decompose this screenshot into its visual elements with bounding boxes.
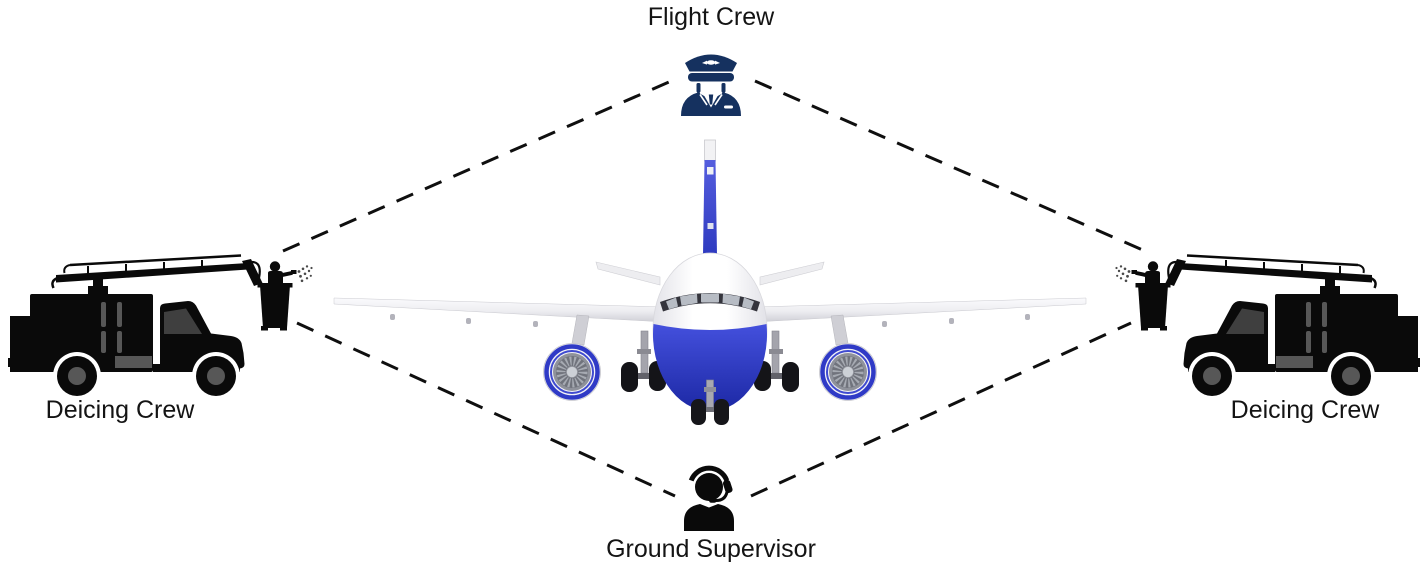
- supervisor-mic: [709, 498, 717, 503]
- pilot-pocket-stripe: [724, 105, 733, 109]
- link-flightcrew-left-deicer: [282, 80, 670, 253]
- pilot-lapel-right: [714, 94, 723, 106]
- supervisor-mic-boom: [713, 490, 729, 503]
- deicing-truck-icon-right: [1115, 250, 1420, 400]
- aircraft-front-icon: [333, 139, 1087, 425]
- pilot-cap-emblem-wing-right: [715, 60, 720, 65]
- pilot-ear-right: [721, 83, 726, 93]
- deicing-truck-icon-left: [8, 250, 313, 400]
- supervisor-headband: [688, 465, 730, 482]
- stabilizer-right: [759, 261, 825, 286]
- nose-gear: [691, 379, 729, 425]
- supervisor-shoulders: [684, 504, 734, 531]
- headset-operator-icon: [684, 465, 734, 531]
- engine-left: [543, 314, 601, 401]
- supervisor-head: [695, 473, 723, 501]
- link-supervisor-right-deicer: [750, 321, 1132, 498]
- pilot-lapel-left: [699, 94, 708, 106]
- ground-supervisor-label: Ground Supervisor: [606, 535, 816, 563]
- tail-fin: [703, 139, 717, 255]
- pilot-ear-left: [696, 83, 701, 93]
- deicing-crew-left-label: Deicing Crew: [45, 396, 195, 424]
- flight-crew-label: Flight Crew: [647, 3, 775, 31]
- pilot-icon: [681, 54, 741, 116]
- link-supervisor-left-deicer: [296, 321, 676, 498]
- engine-right: [819, 314, 877, 401]
- fuselage-belly: [653, 324, 767, 412]
- wing-left: [333, 297, 667, 327]
- stabilizer-left: [595, 261, 661, 286]
- pilot-cap-emblem-wing-left: [702, 60, 707, 65]
- cockpit-windows: [660, 293, 760, 312]
- pilot-cap-emblem: [706, 60, 716, 65]
- supervisor-earcup: [722, 479, 733, 494]
- pilot-cap-brim: [688, 73, 734, 82]
- deicing-crew-right-label: Deicing Crew: [1230, 396, 1380, 424]
- pilot-tie: [708, 94, 714, 105]
- link-flightcrew-right-deicer: [754, 79, 1146, 253]
- wing-right: [753, 297, 1087, 327]
